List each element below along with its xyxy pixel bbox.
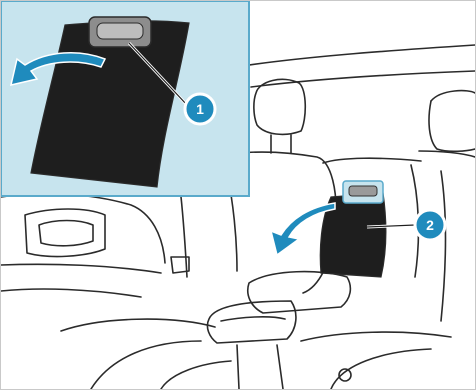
callout-2-label: 2 (426, 217, 434, 233)
callout-1-label: 1 (196, 101, 204, 117)
callout-1: 1 (185, 94, 215, 124)
callout-2: 2 (415, 210, 445, 240)
